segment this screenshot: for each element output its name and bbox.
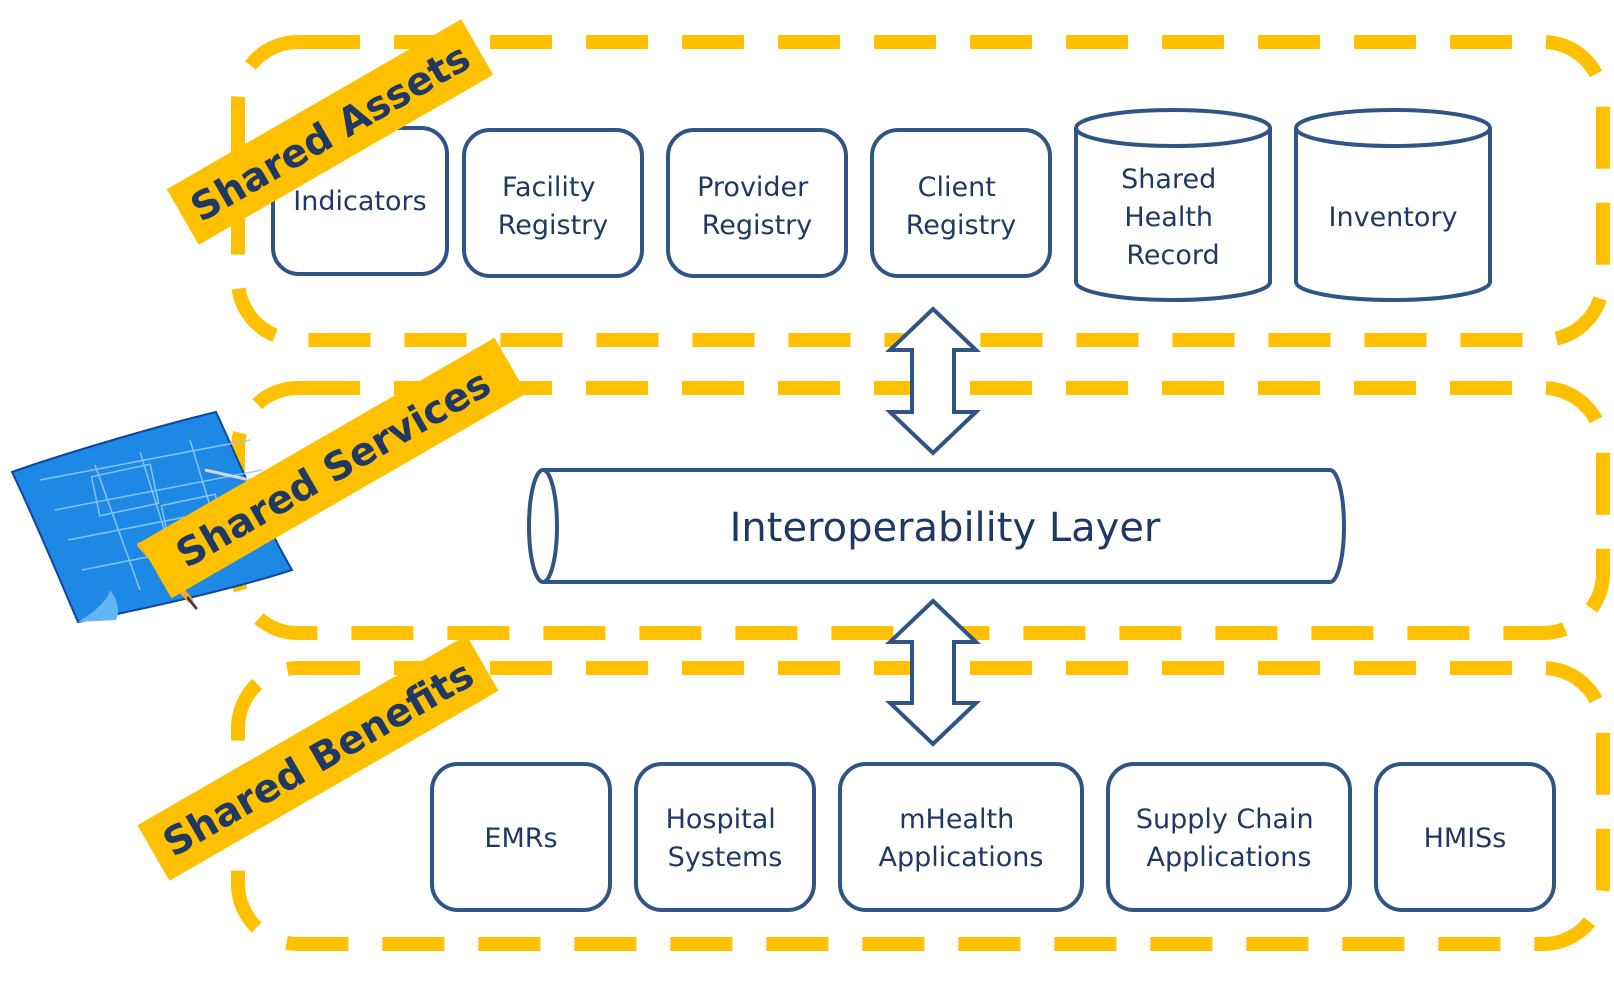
benefit-label-hospital-systems: Hospital Systems — [666, 804, 785, 873]
benefit-label-supply-chain-applications: Supply Chain Applications — [1136, 804, 1322, 873]
benefit-box-hmiss: HMISs — [1374, 762, 1556, 912]
asset-label-inventory: Inventory — [1329, 202, 1458, 233]
blueprint-icon — [10, 410, 294, 624]
asset-label-facility-registry: Facility Registry — [498, 172, 609, 241]
double-arrow-icon — [885, 598, 981, 747]
asset-box-provider-registry: Provider Registry — [666, 128, 848, 278]
asset-cylinder-shared-health-record: Shared Health Record — [1074, 108, 1272, 302]
benefit-box-emrs: EMRs — [430, 762, 612, 912]
interoperability-layer: Interoperability Layer — [527, 468, 1346, 584]
interoperability-layer-label: Interoperability Layer — [730, 505, 1161, 551]
benefit-label-hmiss: HMISs — [1424, 823, 1507, 854]
asset-label-indicators: Indicators — [293, 186, 426, 217]
asset-label-provider-registry: Provider Registry — [697, 172, 817, 241]
double-arrow-icon — [885, 306, 981, 456]
asset-box-facility-registry: Facility Registry — [462, 128, 644, 278]
asset-label-shared-health-record: Shared Health Record — [1121, 164, 1225, 271]
benefit-box-hospital-systems: Hospital Systems — [634, 762, 816, 912]
asset-label-client-registry: Client Registry — [906, 172, 1017, 241]
benefit-box-supply-chain-applications: Supply Chain Applications — [1106, 762, 1352, 912]
asset-box-client-registry: Client Registry — [870, 128, 1052, 278]
benefit-label-emrs: EMRs — [484, 823, 557, 854]
benefit-label-mhealth-applications: mHealth Applications — [879, 804, 1044, 873]
asset-cylinder-inventory: Inventory — [1294, 108, 1492, 302]
benefit-box-mhealth-applications: mHealth Applications — [838, 762, 1084, 912]
